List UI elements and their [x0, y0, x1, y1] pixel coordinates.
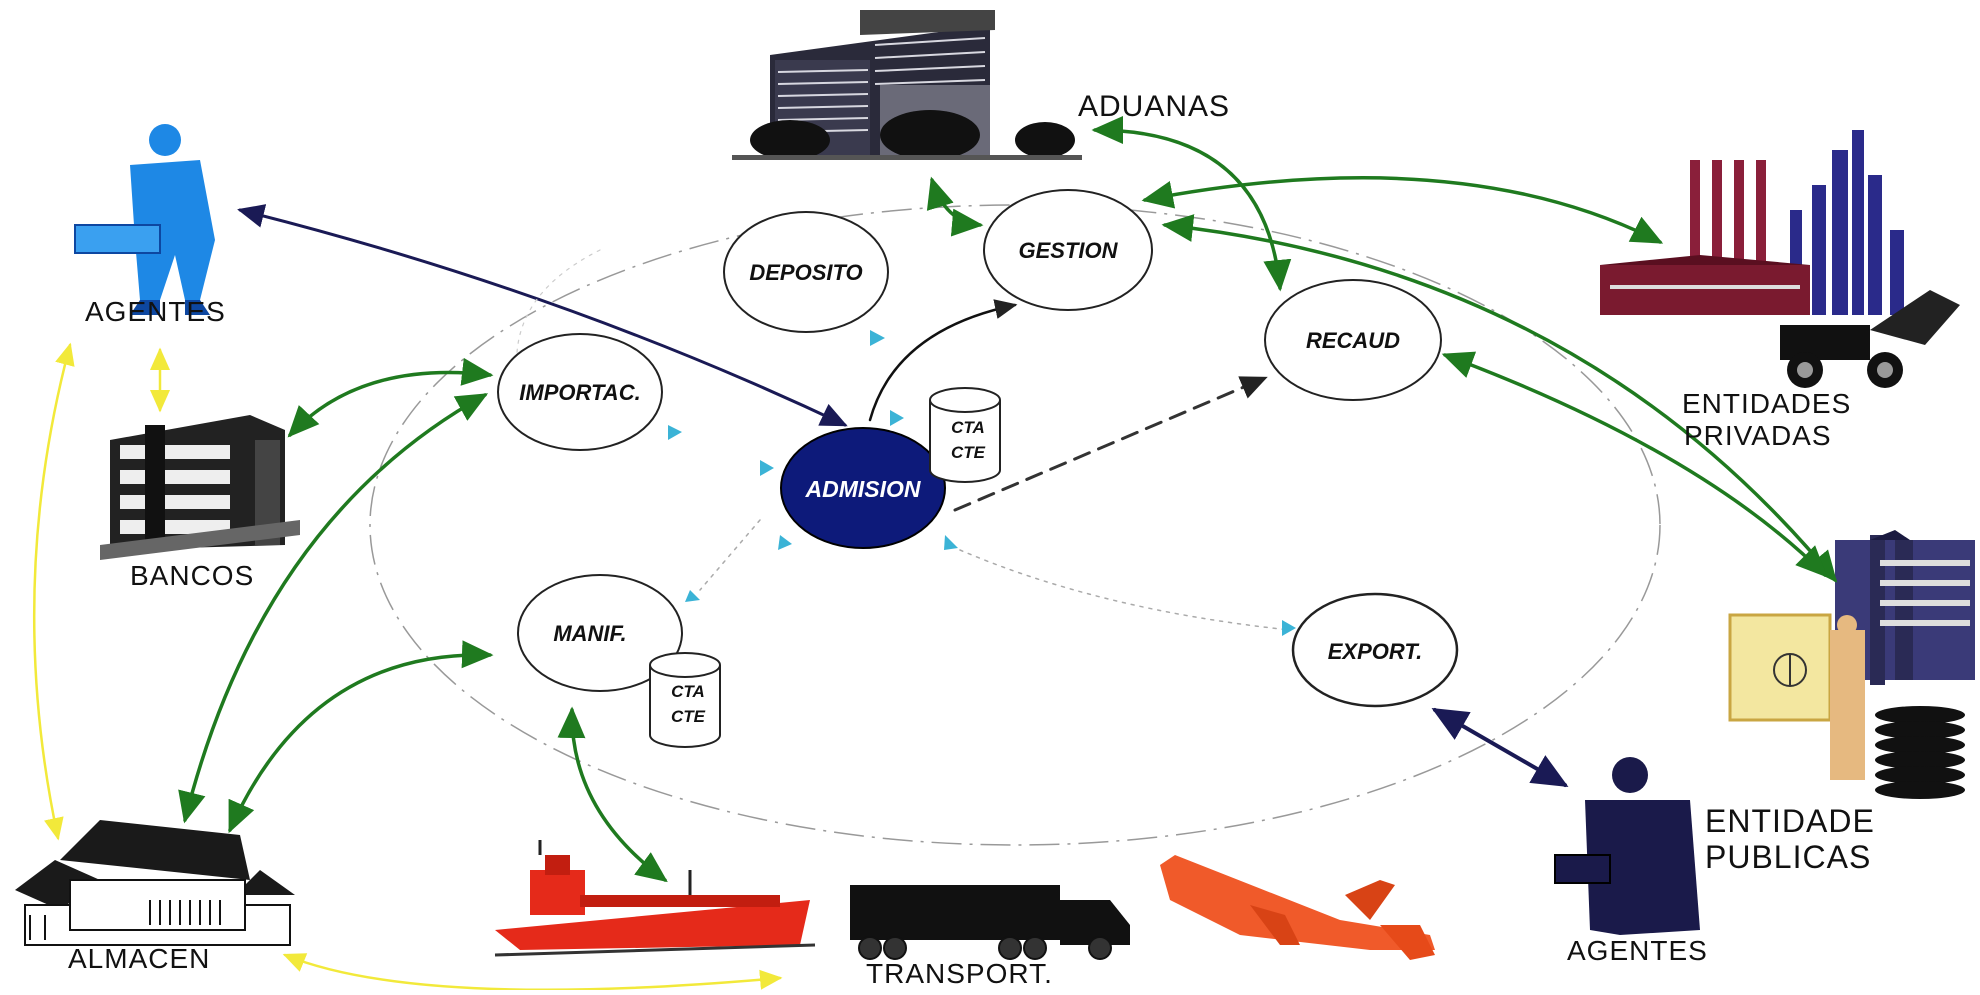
arrow-agentes-admision — [237, 204, 848, 427]
svg-text:IMPORTAC.: IMPORTAC. — [519, 380, 640, 405]
factory-icon — [1600, 130, 1960, 388]
node-export: EXPORT. — [1291, 592, 1459, 708]
airplane-icon — [1160, 855, 1435, 960]
label-almacen: ALMACEN — [68, 943, 211, 974]
label-bancos: BANCOS — [130, 560, 255, 591]
svg-text:CTE: CTE — [671, 707, 706, 726]
arrow-manif-almacen — [228, 640, 494, 834]
node-admision: ADMISION — [780, 427, 946, 549]
arrow-admision-recaud — [953, 376, 1268, 512]
arrow-admision-gestion — [868, 299, 1018, 422]
svg-text:CTE: CTE — [951, 443, 986, 462]
node-gestion: GESTION — [983, 189, 1153, 311]
arrow-manif-ship — [557, 706, 668, 883]
warehouse-icon — [15, 820, 295, 946]
arrow-bancos-importac — [287, 357, 494, 438]
arrow-almacen-transport — [282, 953, 783, 991]
flow-markers — [668, 330, 1296, 636]
arrow-recaud-publicas — [1441, 351, 1828, 578]
businessman-icon — [74, 124, 215, 315]
svg-text:GESTION: GESTION — [1018, 238, 1118, 263]
government-building-icon — [1728, 530, 1975, 799]
label-agentes-bottom: AGENTES — [1567, 935, 1708, 966]
ship-icon — [494, 840, 816, 957]
cta-cte-cylinder-admision: CTA CTE — [929, 387, 1001, 483]
svg-text:CTA: CTA — [951, 418, 985, 437]
node-recaud: RECAUD — [1264, 279, 1442, 401]
cta-cte-cylinder-manif: CTA CTE — [649, 652, 721, 748]
label-transport: TRANSPORT. — [866, 958, 1053, 989]
arrow-importac-almacen — [178, 393, 489, 824]
svg-text:MANIF.: MANIF. — [553, 621, 626, 646]
node-manif: MANIF. — [517, 574, 683, 692]
office-building-icon — [732, 10, 1082, 160]
arrow-agentes-almacen — [32, 342, 75, 841]
arrow-aduanas-gestion — [926, 176, 984, 237]
label-aduanas: ADUANAS — [1078, 90, 1231, 123]
bank-building-icon — [100, 415, 300, 560]
arrow-export-agentes — [1431, 708, 1569, 787]
svg-text:RECAUD: RECAUD — [1306, 328, 1400, 353]
node-deposito: DEPOSITO — [723, 211, 889, 333]
svg-text:CTA: CTA — [671, 682, 705, 701]
svg-text:DEPOSITO: DEPOSITO — [749, 260, 862, 285]
svg-text:ADMISION: ADMISION — [805, 476, 921, 502]
label-entidades-privadas: ENTIDADES PRIVADAS — [1682, 388, 1851, 452]
label-entidades-privadas-line2: PRIVADAS — [1684, 420, 1832, 451]
label-entidades-privadas-line1: ENTIDADES — [1682, 388, 1852, 419]
label-entidade-publicas-line2: PUBLICAS — [1705, 839, 1872, 875]
node-importac: IMPORTAC. — [497, 333, 663, 451]
truck-icon — [850, 885, 1130, 960]
svg-text:EXPORT.: EXPORT. — [1328, 639, 1423, 664]
agent-icon — [1554, 757, 1700, 935]
label-entidade-publicas-line1: ENTIDADE — [1705, 803, 1875, 839]
label-agentes-top: AGENTES — [85, 296, 226, 327]
label-entidade-publicas: ENTIDADE PUBLICAS — [1705, 803, 1875, 875]
